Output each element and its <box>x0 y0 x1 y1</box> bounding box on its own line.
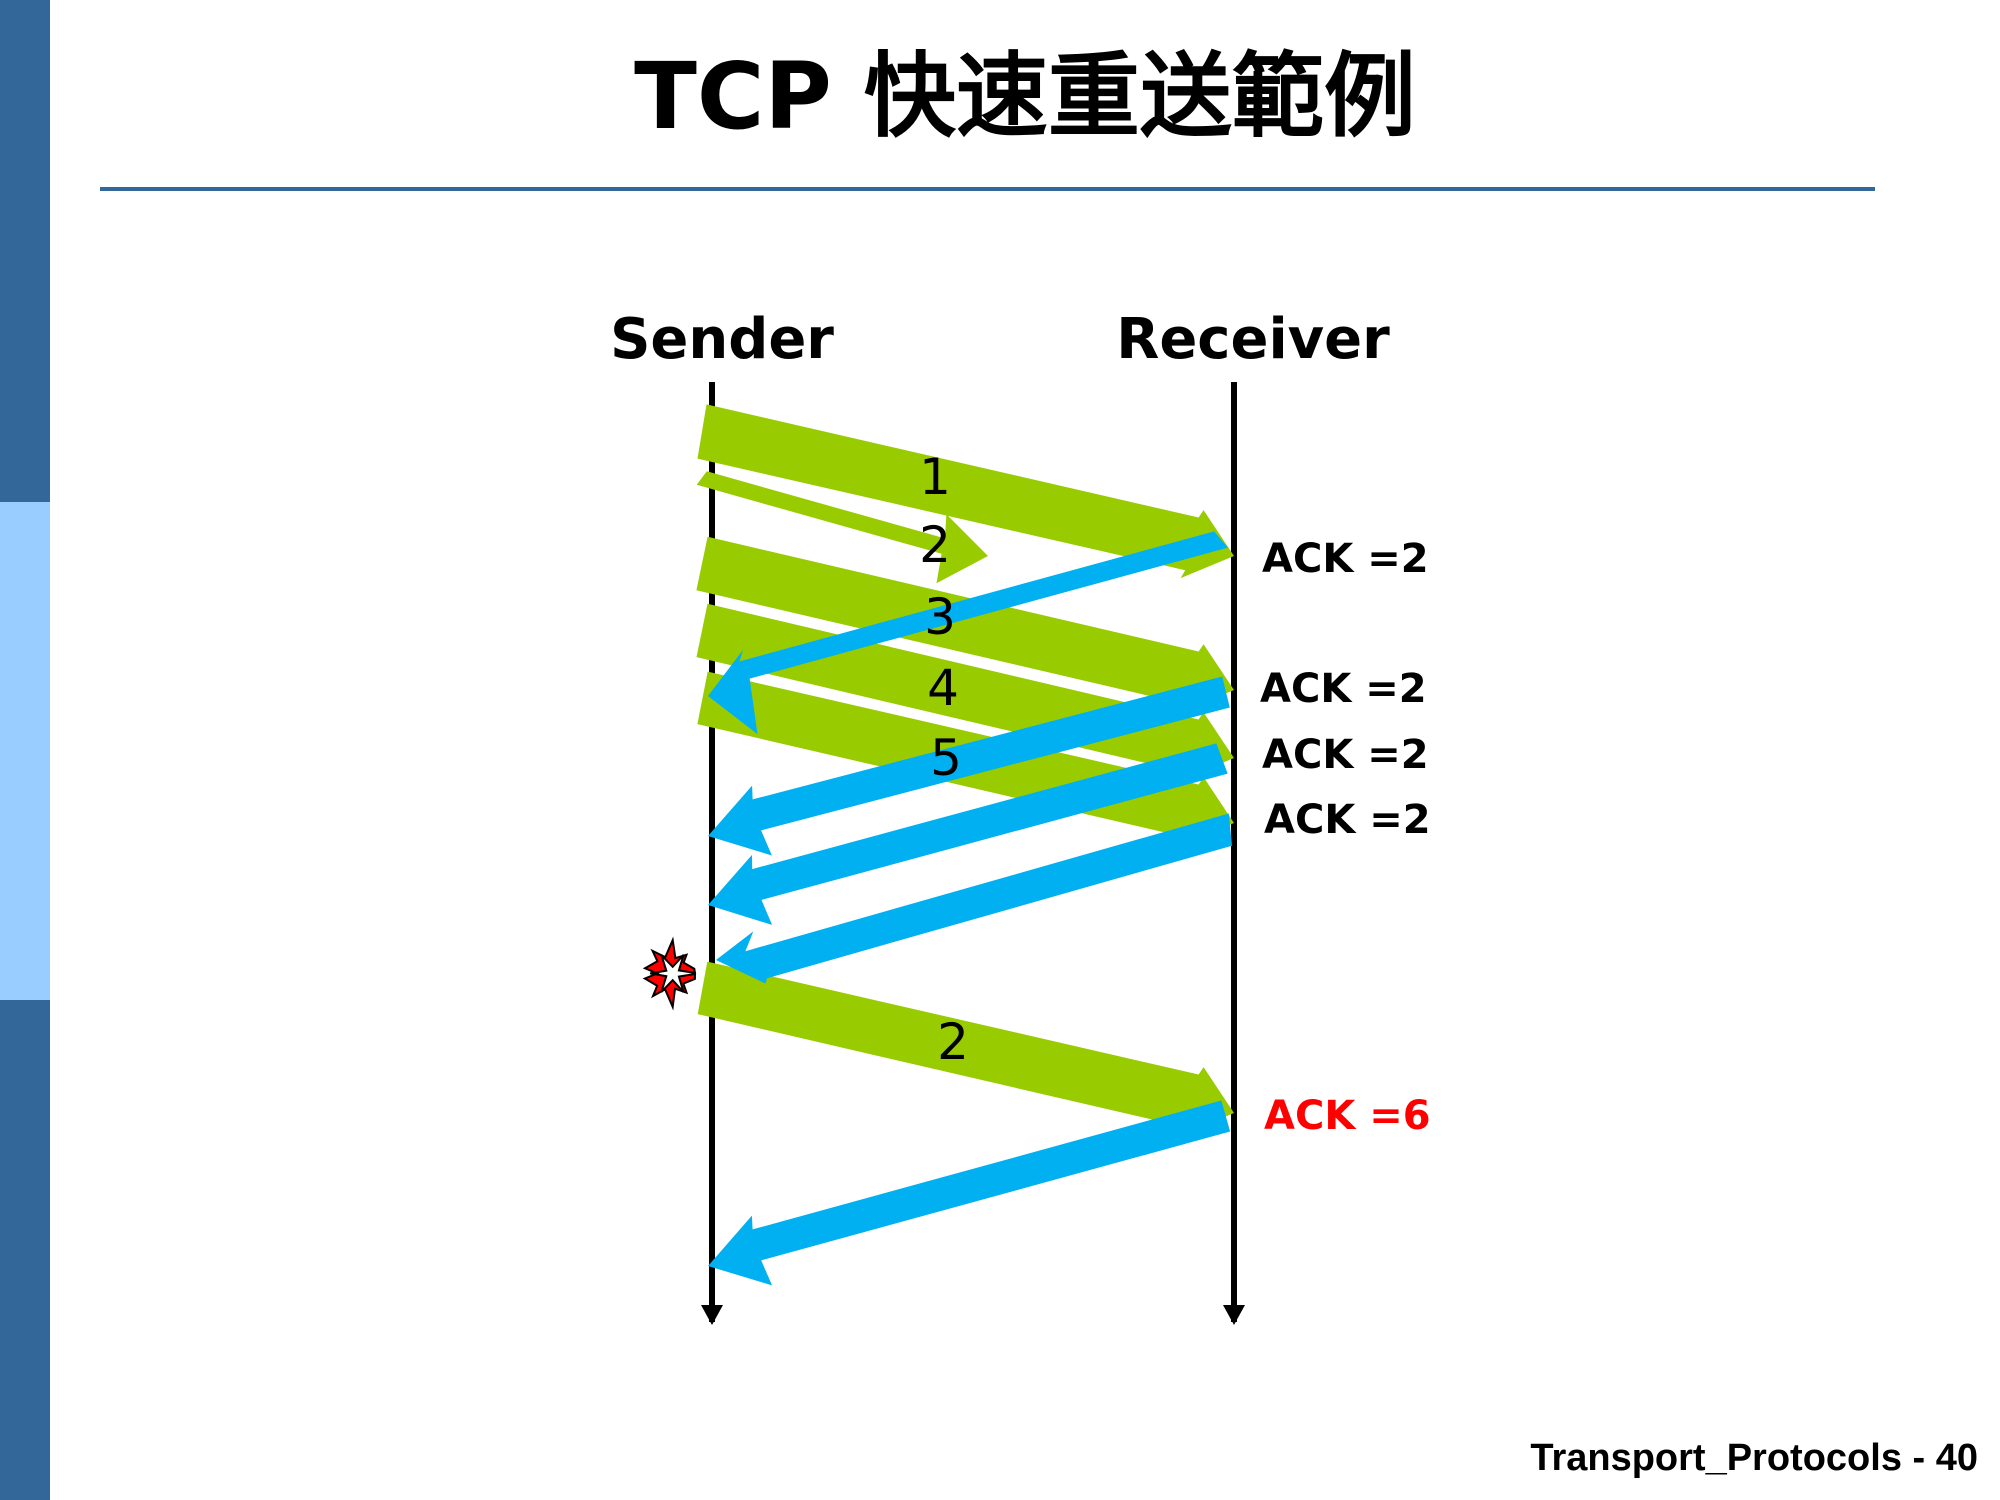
segment-arrow-3 <box>696 536 1234 713</box>
side-bar-middle <box>0 502 50 1000</box>
segment-arrow-1 <box>697 404 1234 579</box>
ack-label: ACK =2 <box>1262 732 1429 778</box>
ack-label: ACK =2 <box>1260 666 1427 712</box>
ack-label-final: ACK =6 <box>1264 1093 1431 1139</box>
side-bar-top <box>0 0 50 502</box>
explosion-icon <box>642 936 697 1011</box>
segment-label: 5 <box>930 729 962 787</box>
title-divider <box>100 187 1875 191</box>
sender-timeline-arrowhead <box>701 1305 723 1325</box>
segment-label: 3 <box>924 588 956 646</box>
segment-label: 2 <box>937 1013 969 1071</box>
ack-arrow-2 <box>708 676 1230 856</box>
segment-label: 4 <box>927 659 959 717</box>
ack-arrow-final <box>708 1100 1231 1286</box>
ack-label: ACK =2 <box>1264 797 1431 843</box>
sender-label: Sender <box>610 307 834 372</box>
ack-label: ACK =2 <box>1262 536 1429 582</box>
ack-arrow-4 <box>716 813 1232 984</box>
segment-label: 2 <box>919 516 951 574</box>
receiver-label: Receiver <box>1116 307 1390 372</box>
slide-footer: Transport_Protocols - 40 <box>1530 1437 1978 1479</box>
ack-arrow-3 <box>708 743 1228 925</box>
receiver-timeline-arrowhead <box>1223 1305 1245 1325</box>
ack-arrow-1 <box>708 531 1228 735</box>
segment-arrow-2-lost <box>696 471 988 584</box>
segment-arrow-retransmit-2 <box>697 961 1234 1136</box>
side-bar-bottom <box>0 1000 50 1500</box>
slide-title: TCP 快速重送範例 <box>634 43 1416 150</box>
segment-label: 1 <box>919 448 951 506</box>
